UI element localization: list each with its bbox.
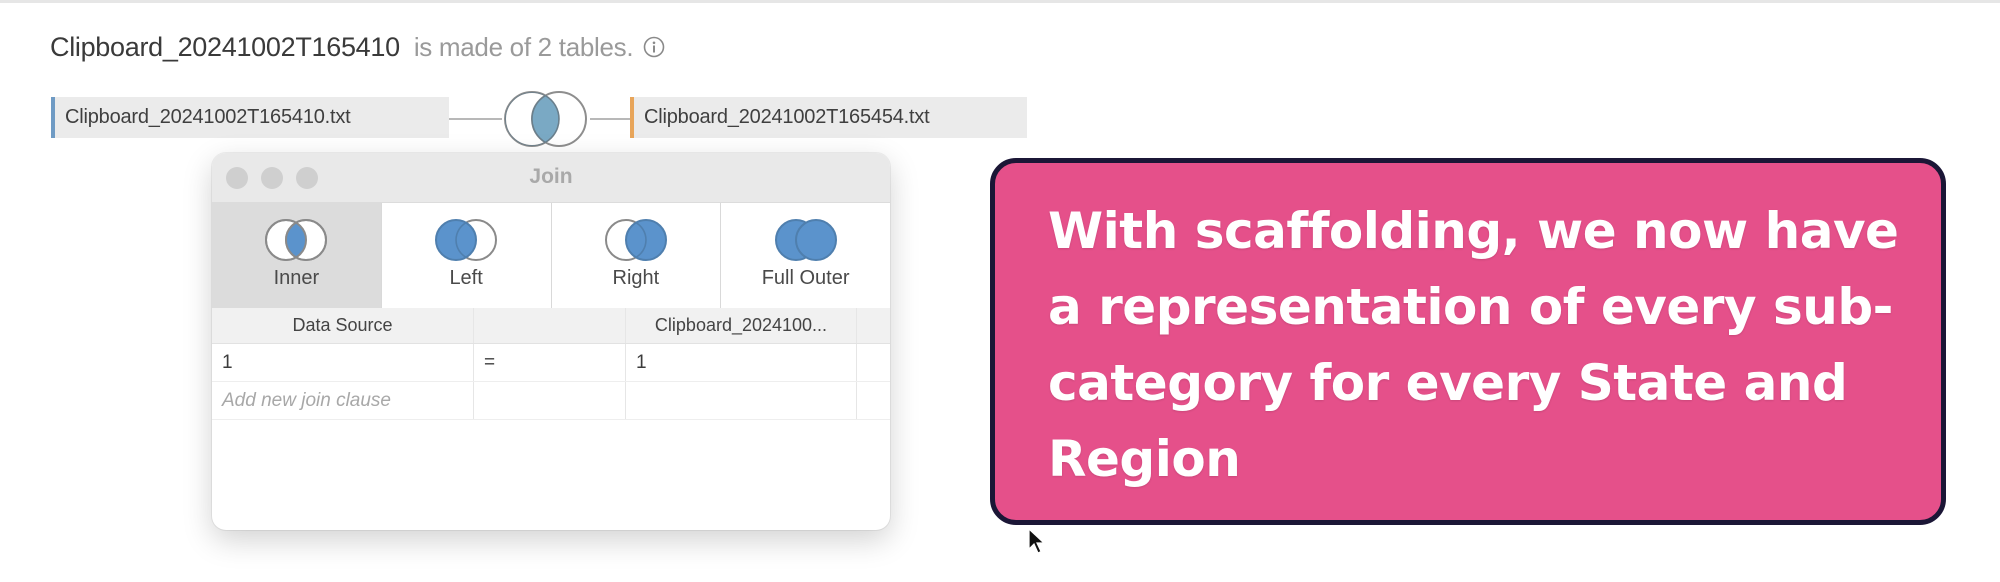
connector-line-right	[590, 118, 630, 120]
right-table-label: Clipboard_20241002T165454.txt	[644, 106, 930, 128]
add-clause-operator-cell	[474, 382, 626, 419]
full-outer-join-icon	[774, 219, 837, 261]
annotation-callout: With scaffolding, we now have a represen…	[990, 158, 1946, 525]
header-spacer	[857, 308, 890, 343]
clause-operator[interactable]: =	[474, 344, 626, 381]
datasource-heading: Clipboard_20241002T165410 is made of 2 t…	[50, 30, 665, 64]
join-type-right[interactable]: Right	[551, 203, 722, 308]
header-operator	[474, 308, 626, 343]
info-icon[interactable]	[643, 36, 665, 58]
left-table-accent-bar	[51, 97, 55, 138]
right-join-icon	[604, 219, 667, 261]
header-data-source[interactable]: Data Source	[212, 308, 474, 343]
inner-join-icon	[265, 219, 328, 261]
close-button[interactable]	[226, 167, 248, 189]
inner-join-venn-icon[interactable]	[500, 90, 592, 148]
join-dialog: Join Inner Left	[212, 153, 890, 530]
left-table-box[interactable]: Clipboard_20241002T165410.txt	[51, 97, 449, 138]
header-right-source[interactable]: Clipboard_2024100...	[626, 308, 857, 343]
add-clause-right-cell	[626, 382, 857, 419]
join-dialog-titlebar[interactable]: Join	[212, 153, 890, 203]
clause-left-field[interactable]: 1	[212, 344, 474, 381]
clause-row-spacer	[857, 344, 890, 381]
add-clause-spacer	[857, 382, 890, 419]
join-type-full-outer-label: Full Outer	[761, 267, 850, 289]
join-type-selector: Inner Left Right Full Outer	[212, 203, 890, 308]
zoom-button[interactable]	[296, 167, 318, 189]
add-join-clause-input[interactable]: Add new join clause	[212, 382, 474, 419]
join-type-inner-label: Inner	[273, 267, 320, 289]
join-type-full-outer[interactable]: Full Outer	[721, 203, 890, 308]
left-table-label: Clipboard_20241002T165410.txt	[65, 106, 351, 128]
clause-right-field[interactable]: 1	[626, 344, 857, 381]
join-type-left-label: Left	[449, 267, 483, 289]
join-type-left[interactable]: Left	[381, 203, 552, 308]
join-dialog-title: Join	[529, 165, 573, 188]
join-type-right-label: Right	[612, 267, 660, 289]
top-border	[0, 0, 2000, 3]
join-clause-table: Data Source Clipboard_2024100... 1 = 1 A…	[212, 308, 890, 420]
join-type-inner[interactable]: Inner	[212, 203, 382, 308]
add-join-clause-row[interactable]: Add new join clause	[212, 382, 890, 420]
right-table-accent-bar	[630, 97, 634, 138]
right-table-box[interactable]: Clipboard_20241002T165454.txt	[630, 97, 1027, 138]
datasource-description: is made of 2 tables.	[413, 31, 634, 62]
join-clause-row[interactable]: 1 = 1	[212, 344, 890, 382]
connector-line-left	[449, 118, 502, 120]
datasource-name: Clipboard_20241002T165410	[50, 31, 400, 62]
mouse-cursor-icon	[1028, 527, 1046, 556]
join-clause-header-row: Data Source Clipboard_2024100...	[212, 308, 890, 344]
minimize-button[interactable]	[261, 167, 283, 189]
annotation-text: With scaffolding, we now have a represen…	[1048, 202, 1899, 488]
left-join-icon	[435, 219, 498, 261]
